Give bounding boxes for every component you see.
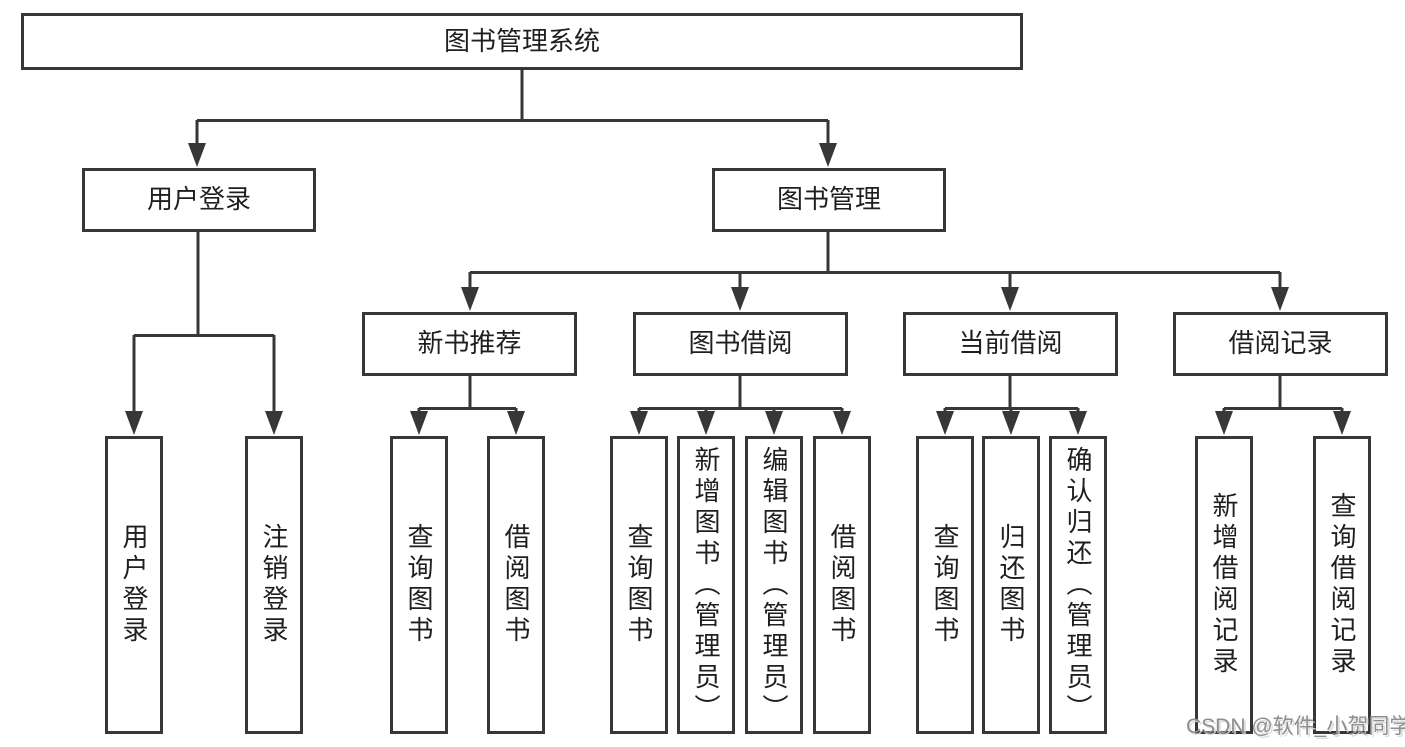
- leaf-query-borrow-record: 查询借阅记录: [1313, 436, 1371, 734]
- leaf-query-books: 查询图书: [390, 436, 448, 734]
- node-user-login: 用户登录: [82, 168, 316, 232]
- leaf-add-books-admin: 新增图书（管理员）: [677, 436, 735, 734]
- leaf-return-books: 归还图书: [982, 436, 1040, 734]
- leaf-query-books: 查询图书: [916, 436, 974, 734]
- leaf-query-books: 查询图书: [610, 436, 668, 734]
- leaf-borrow-books: 借阅图书: [487, 436, 545, 734]
- node-book-borrowing: 图书借阅: [633, 312, 848, 376]
- leaf-add-borrow-record: 新增借阅记录: [1195, 436, 1253, 734]
- node-borrowing-records: 借阅记录: [1173, 312, 1388, 376]
- node-current-borrowing: 当前借阅: [903, 312, 1118, 376]
- leaf-logout: 注销登录: [245, 436, 303, 734]
- node-book-management: 图书管理: [712, 168, 946, 232]
- csdn-watermark: CSDN @软件_小贺同学: [1186, 715, 1405, 738]
- leaf-borrow-books: 借阅图书: [813, 436, 871, 734]
- leaf-user-login: 用户登录: [105, 436, 163, 734]
- leaf-confirm-return-admin: 确认归还（管理员）: [1049, 436, 1107, 734]
- node-new-book-recommend: 新书推荐: [362, 312, 577, 376]
- leaf-edit-books-admin: 编辑图书（管理员）: [745, 436, 803, 734]
- node-library-management-system: 图书管理系统: [21, 13, 1023, 70]
